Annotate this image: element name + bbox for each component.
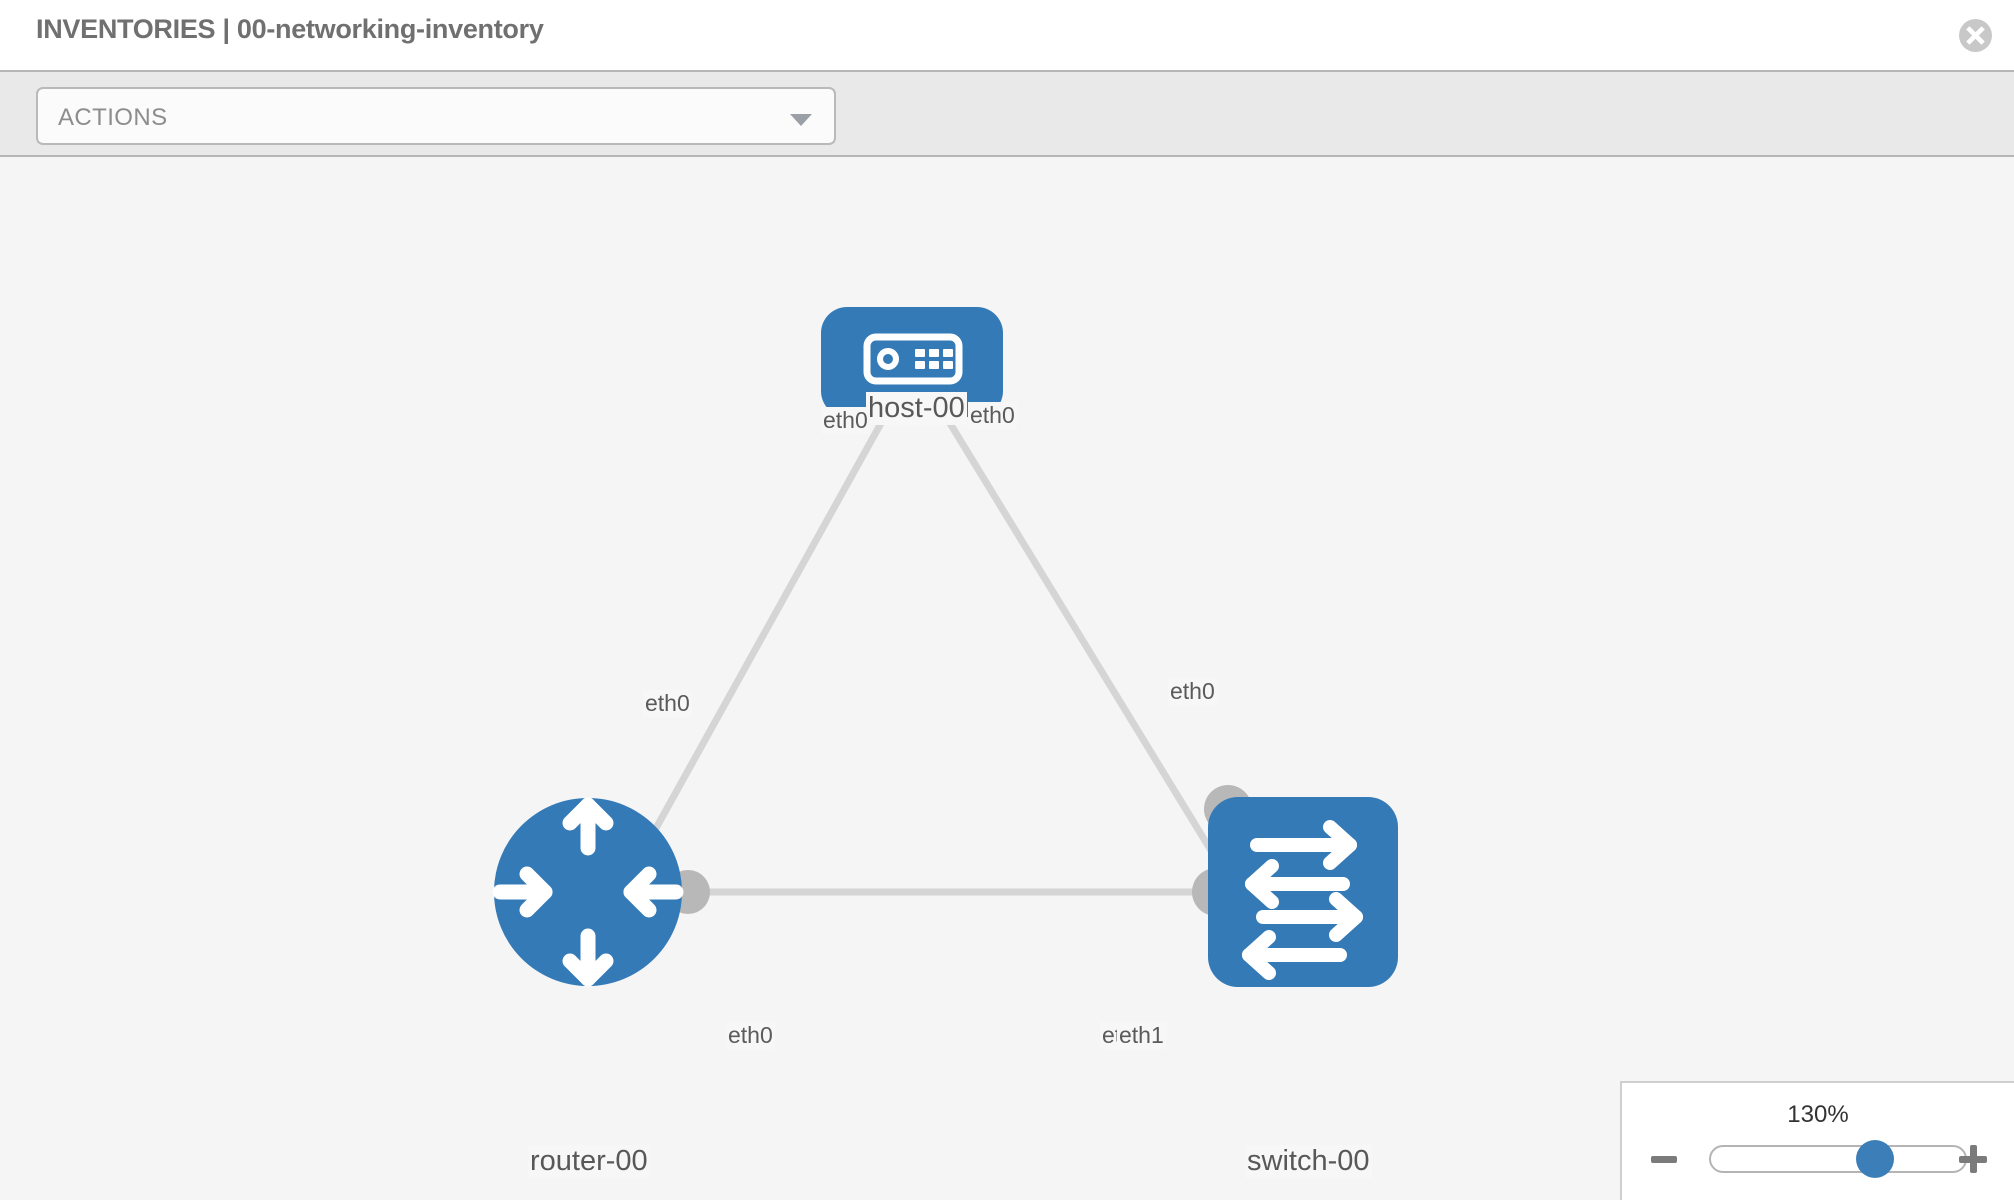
topology-graph xyxy=(492,307,1398,987)
edge-label-host00-router00-target: eth0 xyxy=(643,690,692,717)
router-icon xyxy=(492,797,684,987)
zoom-slider-thumb[interactable] xyxy=(1856,1140,1894,1178)
plus-icon[interactable] xyxy=(1959,1145,1987,1173)
zoom-slider[interactable] xyxy=(1709,1140,1967,1178)
server-icon xyxy=(863,333,963,385)
close-icon[interactable] xyxy=(1959,19,1992,52)
edge-label-host00-switch00-source: eth0 xyxy=(968,402,1017,429)
page-header: INVENTORIES | 00-networking-inventory xyxy=(0,0,2014,70)
edge-label-host00-switch00-target: eth0 xyxy=(1168,678,1217,705)
zoom-percent-label: 130% xyxy=(1787,1101,1849,1128)
edge-label-host00-router00-source: eth0 xyxy=(821,407,870,434)
connector-group xyxy=(666,340,1252,916)
edge-group xyxy=(636,405,1218,896)
edge-host00-router00 xyxy=(636,405,894,859)
node-label-switch-00: switch-00 xyxy=(1245,1145,1372,1178)
edge-label-router00-switch00-source: eth0 xyxy=(726,1022,775,1049)
toolbar: ACTIONS SEARCH xyxy=(0,70,2014,215)
minus-icon[interactable] xyxy=(1651,1156,1677,1163)
page-title: INVENTORIES | 00-networking-inventory xyxy=(36,14,544,44)
switch-icon xyxy=(1242,820,1363,980)
actions-dropdown[interactable]: ACTIONS xyxy=(36,87,836,145)
topology-canvas[interactable]: host-00 router-00 switch-00 eth0 eth0 et… xyxy=(0,157,2014,1200)
node-label-router-00: router-00 xyxy=(528,1145,650,1178)
chevron-down-icon xyxy=(790,114,812,126)
zoom-control-panel: 130% xyxy=(1620,1081,2014,1200)
edge-label-router00-switch00-target: eth1 xyxy=(1117,1022,1166,1049)
node-router-00 xyxy=(492,797,684,987)
node-label-host-00: host-00 xyxy=(866,392,967,425)
edge-host00-switch00 xyxy=(937,405,1218,859)
node-switch-00 xyxy=(1208,797,1398,987)
node-host-00 xyxy=(821,307,1003,417)
actions-dropdown-label: ACTIONS xyxy=(58,104,168,131)
